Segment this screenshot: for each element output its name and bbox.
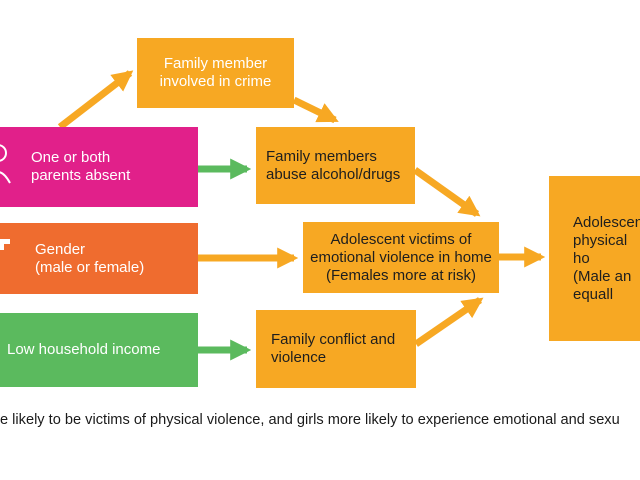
box-physical-violence: Adolescen physical ho (Male an equall	[549, 176, 640, 341]
box-line: (male or female)	[35, 258, 145, 276]
caption-text: e likely to be victims of physical viole…	[0, 412, 620, 428]
box-alcohol-drugs: Family members abuse alcohol/drugs	[256, 127, 415, 204]
box-gender: Gender (male or female)	[0, 223, 198, 294]
box-line: (Females more at risk)	[325, 266, 477, 284]
box-line: involved in crime	[159, 73, 272, 90]
box-line: parents absent	[31, 167, 131, 184]
box-family-conflict: Family conflict and violence	[256, 310, 416, 388]
box-parents-absent: One or both parents absent	[0, 127, 198, 207]
box-line: ho	[573, 249, 590, 267]
box-line: abuse alcohol/drugs	[266, 165, 401, 183]
box-emotional-violence: Adolescent victims of emotional violence…	[303, 222, 499, 293]
gender-icon	[0, 239, 10, 250]
arrow-parents-to-crime	[57, 70, 134, 130]
box-line: (Male an	[573, 267, 632, 285]
box-line: equall	[573, 285, 614, 303]
box-line: emotional violence in home	[310, 248, 492, 266]
box-line: violence	[271, 349, 327, 366]
box-low-income: Low household income	[0, 313, 198, 387]
box-line: Adolescen	[573, 213, 640, 231]
box-line: Adolescent victims of	[330, 230, 472, 248]
box-line: One or both	[31, 149, 111, 166]
arrow-crime-to-alcohol	[292, 96, 339, 124]
box-line: Gender	[35, 240, 86, 258]
person-icon	[0, 144, 11, 184]
box-line: physical	[573, 231, 628, 249]
box-line: Family conflict and	[271, 331, 396, 348]
box-line: Low household income	[7, 341, 161, 358]
arrow-conflict-to-emotional	[414, 297, 484, 347]
box-line: Family member	[163, 55, 268, 72]
arrow-alcohol-to-emotional	[412, 167, 481, 217]
box-line: Family members	[266, 147, 377, 165]
box-family-member-crime: Family member involved in crime	[137, 38, 294, 108]
